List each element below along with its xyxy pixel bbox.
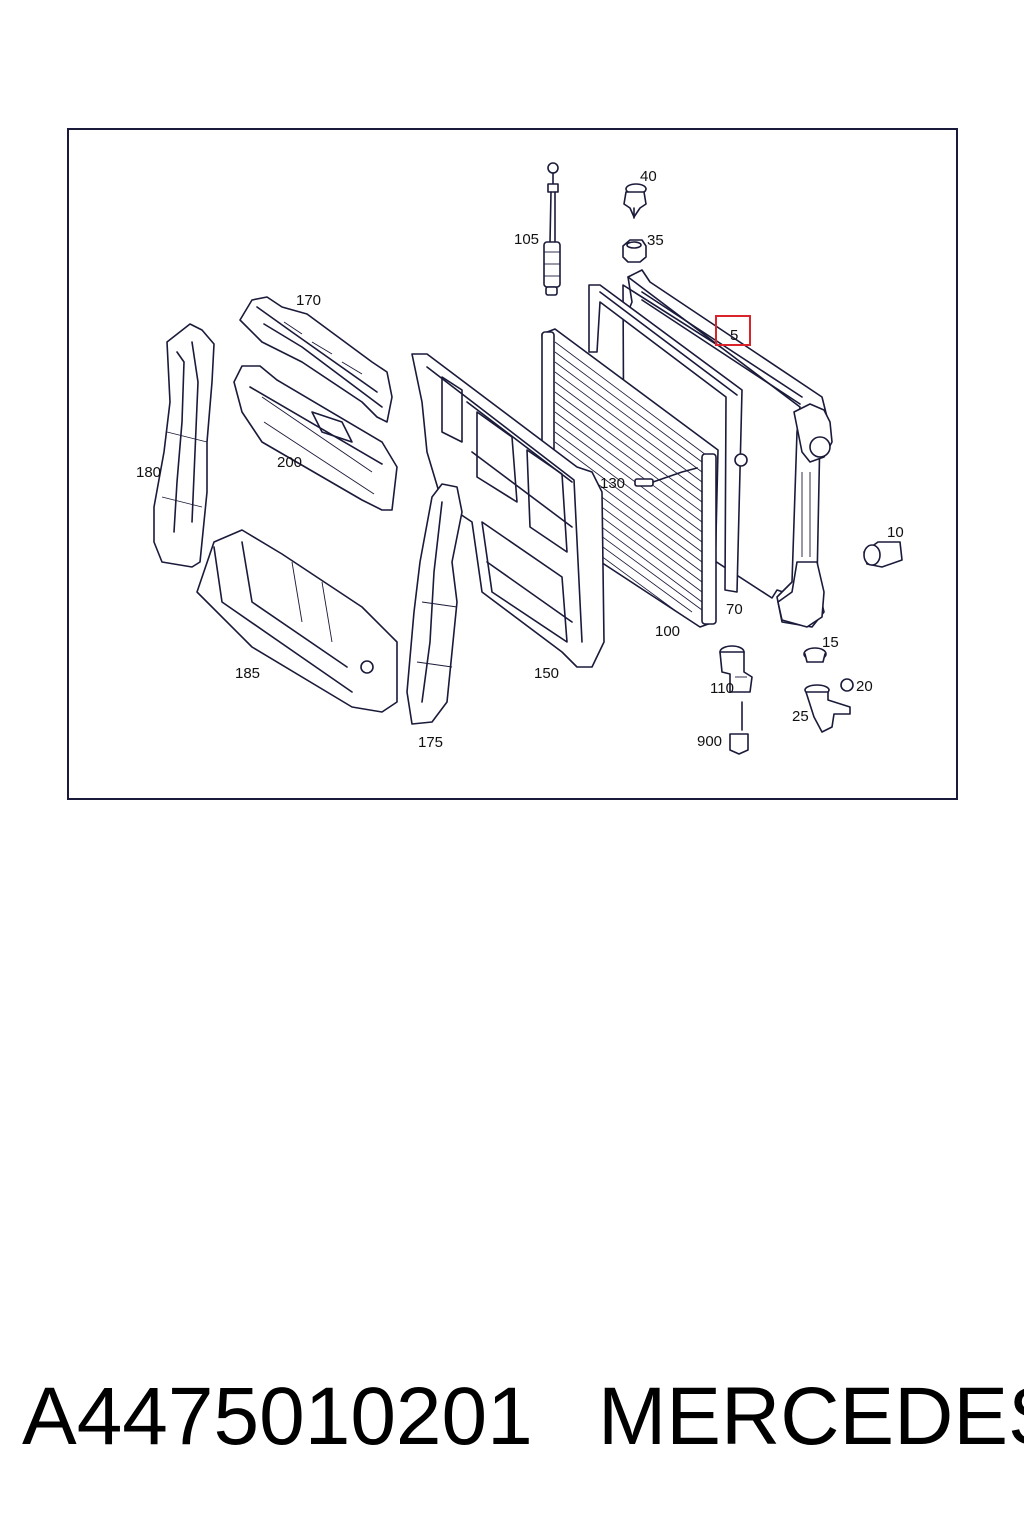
part-number: A4475010201 — [22, 1371, 533, 1462]
callout-180[interactable]: 180 — [136, 464, 161, 481]
part-105-drier-cartridge[interactable] — [543, 162, 561, 296]
part-200-air-guide[interactable] — [233, 365, 398, 511]
part-40-clip[interactable] — [623, 183, 647, 219]
callout-110[interactable]: 110 — [710, 680, 734, 697]
callout-170[interactable]: 170 — [296, 292, 321, 309]
callout-200[interactable]: 200 — [277, 454, 302, 471]
part-175-side-air-duct[interactable] — [406, 483, 463, 725]
callout-70[interactable]: 70 — [726, 601, 743, 618]
brand-name: MERCEDES — [598, 1371, 1024, 1462]
part-130-bolt[interactable] — [634, 467, 698, 487]
callout-105[interactable]: 105 — [514, 231, 539, 248]
callout-5[interactable]: 5 — [730, 327, 738, 344]
footer: A4475010201 MERCEDES — [0, 1370, 1024, 1480]
part-180-side-air-duct[interactable] — [153, 323, 215, 568]
part-35-mount[interactable] — [622, 239, 647, 263]
callout-900[interactable]: 900 — [697, 733, 722, 750]
part-70-seal-frame[interactable] — [588, 284, 748, 593]
part-170-upper-air-duct[interactable] — [239, 296, 393, 423]
callout-15[interactable]: 15 — [822, 634, 839, 651]
part-185-lower-air-duct[interactable] — [196, 529, 398, 713]
part-10-sensor[interactable] — [863, 541, 903, 568]
callout-10[interactable]: 10 — [887, 524, 904, 541]
part-20-nut[interactable] — [840, 678, 854, 692]
callout-185[interactable]: 185 — [235, 665, 260, 682]
part-5-highlight-box — [715, 315, 751, 346]
part-110-cap[interactable] — [719, 645, 753, 693]
part-150-shroud-frame[interactable] — [411, 353, 605, 668]
callout-175[interactable]: 175 — [418, 734, 443, 751]
callout-35[interactable]: 35 — [647, 232, 664, 249]
callout-130[interactable]: 130 — [600, 475, 625, 492]
part-15-cap[interactable] — [803, 647, 827, 663]
callout-100[interactable]: 100 — [655, 623, 680, 640]
callout-25[interactable]: 25 — [792, 708, 809, 725]
parts-diagram: 5 10 15 20 25 35 40 70 100 105 110 130 1… — [136, 162, 904, 755]
parts-diagram-frame: 5 10 15 20 25 35 40 70 100 105 110 130 1… — [67, 128, 958, 800]
part-25-bracket[interactable] — [804, 684, 851, 733]
callout-150[interactable]: 150 — [534, 665, 559, 682]
callout-20[interactable]: 20 — [856, 678, 873, 695]
callout-40[interactable]: 40 — [640, 168, 657, 185]
part-900-label[interactable] — [729, 701, 749, 755]
